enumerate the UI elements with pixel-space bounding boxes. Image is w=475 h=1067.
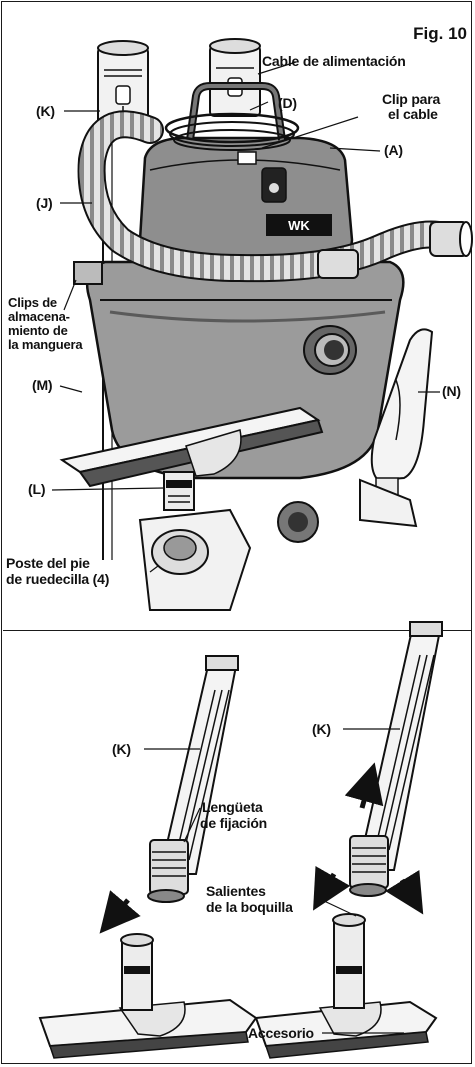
wand-assembly-right xyxy=(254,621,443,1059)
label-power-cord: Cable de alimentación xyxy=(262,53,406,69)
hose-storage-clip xyxy=(73,261,103,285)
label-cord-clip-1: Clip para xyxy=(382,91,441,107)
label-k-top: (K) xyxy=(36,103,55,119)
label-hose-clips-2: almacena- xyxy=(8,309,70,324)
label-caster-post-2: de ruedecilla (4) xyxy=(6,571,110,587)
leader-lines xyxy=(51,61,440,1034)
powerhead: WK xyxy=(138,136,354,272)
svg-text:WK: WK xyxy=(288,218,310,233)
vacuum-hose xyxy=(77,110,473,283)
carry-handle xyxy=(186,82,286,141)
label-locking-tab-2: de fijación xyxy=(200,815,268,831)
label-accessory: Accesorio xyxy=(248,1025,314,1041)
caster-base xyxy=(138,478,418,611)
label-locking-tab-1: Lengüeta xyxy=(202,799,263,815)
label-l: (L) xyxy=(28,481,46,497)
label-n: (N) xyxy=(442,383,461,399)
label-hose-clips-3: miento de xyxy=(8,323,68,338)
section-divider xyxy=(3,630,472,631)
label-hose-clips-1: Clips de xyxy=(8,295,57,310)
label-caster-post-1: Poste del pie xyxy=(6,555,90,571)
label-nozzle-tabs-1: Salientes xyxy=(206,883,266,899)
figure-title: Fig. 10 xyxy=(413,24,467,43)
label-cord-clip-2: el cable xyxy=(388,106,438,122)
power-cord-coil xyxy=(164,112,300,165)
label-d: (D) xyxy=(278,95,297,111)
label-k-left: (K) xyxy=(112,741,131,757)
wand-assembly-left xyxy=(38,655,258,1059)
nozzle-neck xyxy=(163,471,195,511)
label-a: (A) xyxy=(384,142,403,158)
storage-tube-right xyxy=(209,38,261,117)
label-hose-clips-4: la manguera xyxy=(8,337,83,352)
label-m: (M) xyxy=(32,377,53,393)
label-nozzle-tabs-2: de la boquilla xyxy=(206,899,293,915)
label-j: (J) xyxy=(36,195,53,211)
label-k-right: (K) xyxy=(312,721,331,737)
floor-nozzle xyxy=(59,406,324,488)
